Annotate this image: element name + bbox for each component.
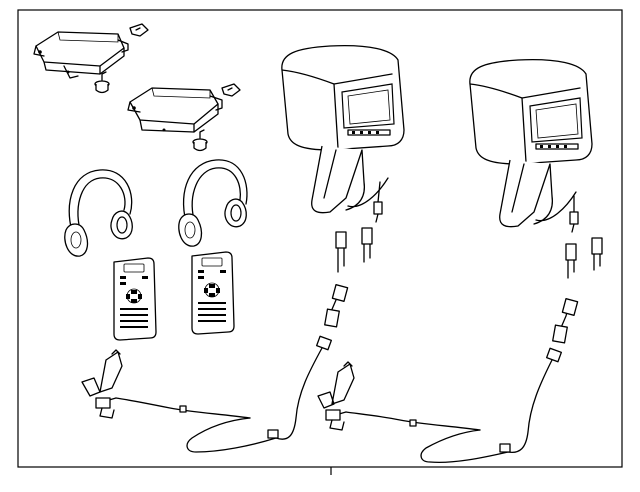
- headrest-guide: [335, 227, 373, 273]
- dvd-player-module: [33, 31, 129, 79]
- diagram-border: [17, 9, 623, 468]
- remote-control: [113, 257, 157, 341]
- headrest-monitor-assembly: [469, 58, 593, 228]
- mounting-bolt: [192, 129, 208, 152]
- wireless-headphones: [178, 159, 248, 247]
- mounting-bracket: [317, 361, 355, 409]
- headrest-guide: [565, 237, 603, 279]
- headrest-monitor-assembly: [281, 44, 405, 214]
- wire-harness: [347, 177, 389, 223]
- retainer-clip: [221, 83, 241, 97]
- remote-control: [191, 251, 235, 335]
- retainer-clip: [129, 23, 149, 37]
- wireless-headphones: [64, 169, 133, 257]
- wire-harness: [95, 335, 332, 453]
- wire-harness: [325, 347, 562, 464]
- harness-connector: [552, 298, 579, 344]
- mounting-bracket: [81, 349, 123, 397]
- dvd-player-module: [127, 87, 223, 133]
- mounting-bolt: [94, 71, 110, 94]
- harness-connector: [324, 284, 349, 328]
- wire-harness: [535, 191, 579, 233]
